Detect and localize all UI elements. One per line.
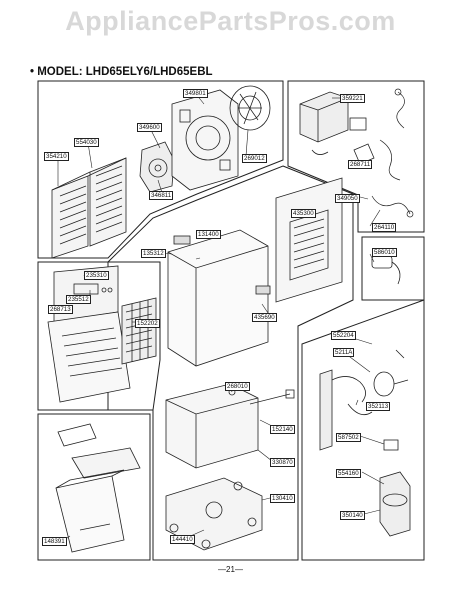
bucket-drawing bbox=[55, 423, 141, 553]
drain-pan-drawing bbox=[165, 383, 259, 469]
part-label-269012: 269012 bbox=[242, 154, 267, 163]
part-label-152202: 152202 bbox=[135, 319, 160, 328]
panel-front-grille bbox=[37, 261, 161, 411]
part-label-346811: 346811 bbox=[149, 191, 174, 200]
panel-cabinet bbox=[107, 165, 354, 561]
page-number: —21— bbox=[218, 565, 243, 574]
part-label-349050: 349050 bbox=[335, 194, 360, 203]
panel-capacitor bbox=[361, 236, 425, 301]
part-label-131400: 131400 bbox=[196, 230, 221, 239]
refrigeration-drawing bbox=[319, 349, 411, 537]
fan-blade-drawing bbox=[229, 85, 271, 131]
blower-motor-drawing bbox=[139, 141, 175, 193]
panel-water-bucket bbox=[37, 413, 151, 561]
evaporator-coil-drawing bbox=[51, 157, 127, 259]
base-plate-drawing bbox=[165, 477, 263, 551]
part-label-144410: 144410 bbox=[170, 535, 195, 544]
model-title: • MODEL: LHD65ELY6/LHD65EBL bbox=[30, 66, 213, 78]
part-label-130410: 130410 bbox=[270, 494, 295, 503]
part-label-586010: 586010 bbox=[372, 248, 397, 257]
part-label-349600: 349600 bbox=[137, 123, 162, 132]
front-panel-drawing bbox=[47, 265, 131, 403]
part-label-350140: 350140 bbox=[340, 511, 365, 520]
air-filter-drawing bbox=[121, 297, 157, 365]
cabinet-drawing bbox=[167, 229, 271, 367]
part-label-587502: 587502 bbox=[336, 433, 361, 442]
capacitor-drawing bbox=[371, 255, 401, 285]
part-label-268010: 268010 bbox=[225, 382, 250, 391]
part-label-352113: 352113 bbox=[366, 402, 391, 411]
part-label-264110: 264110 bbox=[372, 223, 397, 232]
rear-grille-drawing bbox=[275, 177, 343, 303]
part-label-359221: 359221 bbox=[340, 94, 365, 103]
part-label-235310: 235310 bbox=[84, 271, 109, 280]
panel-electrical-box bbox=[287, 80, 425, 233]
part-label-330870: 330870 bbox=[270, 458, 295, 467]
fan-shroud-drawing bbox=[171, 89, 239, 191]
part-label-354210: 354210 bbox=[44, 152, 69, 161]
panel-fan-assembly bbox=[37, 80, 284, 259]
panel-refrigeration bbox=[301, 299, 425, 561]
part-label-148391: 148391 bbox=[42, 537, 67, 546]
part-label-435300: 435300 bbox=[291, 209, 316, 218]
part-label-268713: 268713 bbox=[48, 305, 73, 314]
part-label-235512: 235512 bbox=[66, 295, 91, 304]
float-rod-drawing bbox=[249, 389, 295, 405]
part-label-135312: 135312 bbox=[141, 249, 166, 258]
wire-harness-drawing bbox=[371, 88, 414, 218]
part-label-5211A: 5211A bbox=[333, 348, 355, 357]
part-label-152140: 152140 bbox=[270, 425, 295, 434]
part-label-435690: 435690 bbox=[252, 313, 277, 322]
part-label-268711: 268711 bbox=[348, 160, 373, 169]
part-label-554160: 554160 bbox=[336, 469, 361, 478]
control-box-drawing bbox=[299, 91, 375, 165]
part-label-349801: 349801 bbox=[183, 89, 208, 98]
part-label-552204: 552204 bbox=[331, 331, 356, 340]
part-label-554030: 554030 bbox=[74, 138, 99, 147]
watermark: AppliancePartsPros.com bbox=[65, 6, 396, 36]
